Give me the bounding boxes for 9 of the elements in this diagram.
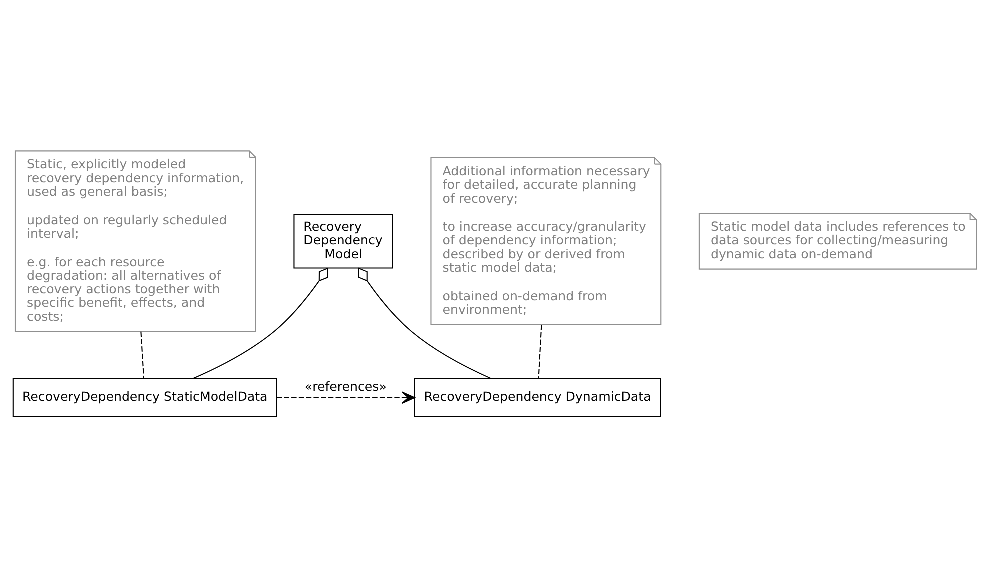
arrow: [276, 392, 416, 404]
connector: [538, 325, 542, 379]
edge-label: «references»: [304, 379, 387, 394]
node-box: Recovery Dependency Model: [294, 214, 394, 269]
connector: [140, 332, 145, 379]
node-box: RecoveryDependency DynamicData: [414, 378, 662, 418]
connector: [358, 268, 492, 380]
node-box: RecoveryDependency StaticModelData: [12, 378, 278, 418]
connector: [192, 268, 328, 380]
